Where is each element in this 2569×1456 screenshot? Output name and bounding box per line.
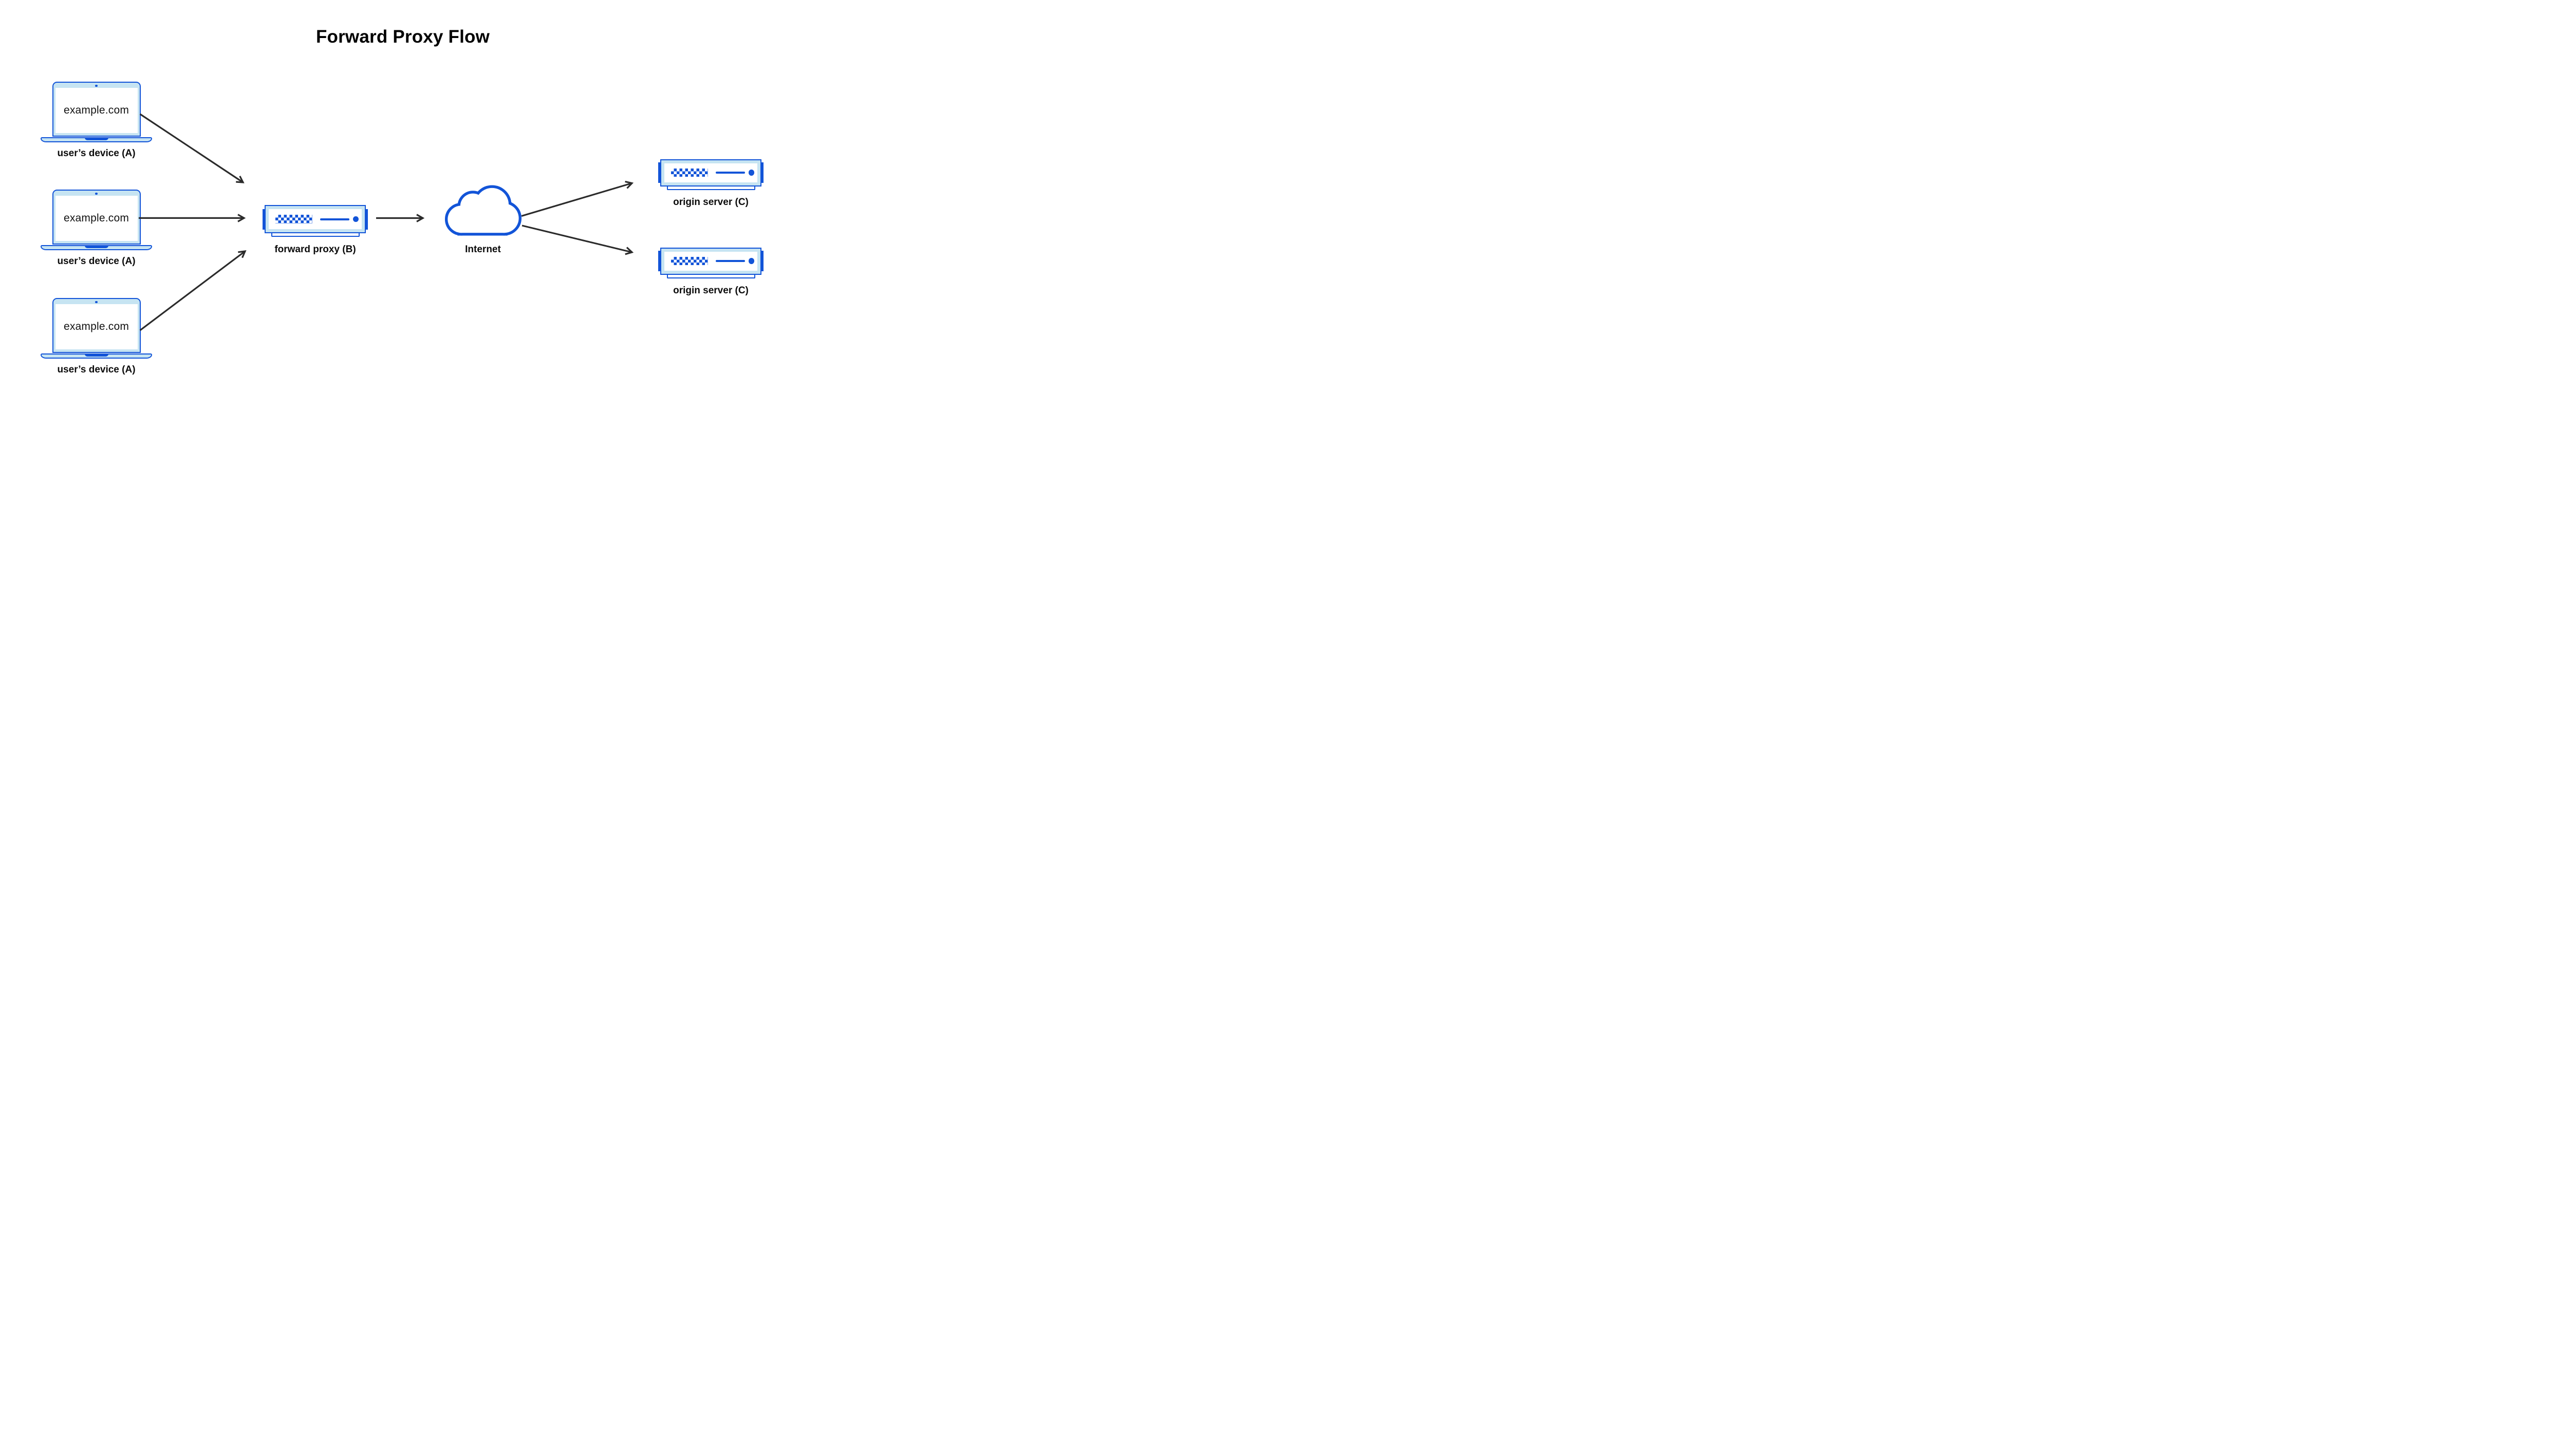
server-icon (658, 159, 764, 190)
laptop-screen-text: example.com (55, 195, 138, 241)
laptop-notch (84, 245, 108, 248)
laptop-icon: example.com (52, 82, 141, 137)
server-base (271, 232, 360, 237)
server-vents-icon (275, 215, 312, 223)
laptop-icon: example.com (52, 298, 141, 353)
node-label: user’s device (A) (57, 256, 136, 267)
server-slot-icon (320, 218, 349, 220)
server-face (664, 163, 757, 182)
server-body (660, 247, 761, 275)
node-label: forward proxy (B) (274, 244, 356, 255)
camera-dot-icon (95, 84, 98, 87)
laptop-base (41, 137, 152, 142)
laptop-base (41, 353, 152, 359)
laptop-icon: example.com (52, 190, 141, 245)
laptop-base (41, 245, 152, 250)
diagram-title: Forward Proxy Flow (315, 27, 490, 47)
server-slot-icon (715, 172, 745, 174)
server-body (660, 159, 761, 186)
node-user-device-3: example.com user’s device (A) (41, 298, 152, 376)
node-label: user’s device (A) (57, 148, 136, 159)
camera-dot-icon (95, 192, 98, 195)
server-icon (263, 205, 368, 237)
camera-dot-icon (95, 301, 98, 303)
node-user-device-2: example.com user’s device (A) (41, 190, 152, 267)
node-label: Internet (465, 244, 501, 255)
server-led-icon (352, 216, 359, 222)
server-led-icon (748, 258, 754, 264)
server-face (664, 251, 757, 271)
arrow-device3-to-proxy (139, 250, 247, 331)
server-body (265, 205, 366, 233)
node-forward-proxy: forward proxy (B) (263, 205, 368, 255)
server-led-icon (748, 170, 754, 176)
node-user-device-1: example.com user’s device (A) (41, 82, 152, 159)
server-vents-icon (671, 256, 708, 266)
diagram-canvas: Forward Proxy Flow example.com user’s de… (0, 0, 806, 403)
node-internet: Internet (444, 185, 522, 255)
node-label: user’s device (A) (57, 364, 136, 375)
cloud-icon (444, 185, 522, 236)
laptop-screen-text: example.com (55, 87, 138, 133)
node-origin-server-1: origin server (C) (658, 159, 764, 208)
server-base (666, 273, 755, 278)
node-label: origin server (C) (673, 196, 749, 208)
server-vents-icon (671, 168, 708, 177)
server-icon (658, 247, 764, 278)
server-face (269, 209, 362, 229)
arrow-internet-to-origin2 (522, 225, 634, 255)
laptop-screen-text: example.com (55, 304, 138, 349)
node-label: origin server (C) (673, 285, 749, 296)
arrow-device1-to-proxy (139, 113, 245, 183)
server-slot-icon (715, 260, 745, 262)
arrow-internet-to-origin1 (521, 180, 634, 217)
laptop-notch (84, 137, 108, 140)
server-base (666, 184, 755, 190)
laptop-notch (84, 353, 108, 357)
node-origin-server-2: origin server (C) (658, 247, 764, 296)
